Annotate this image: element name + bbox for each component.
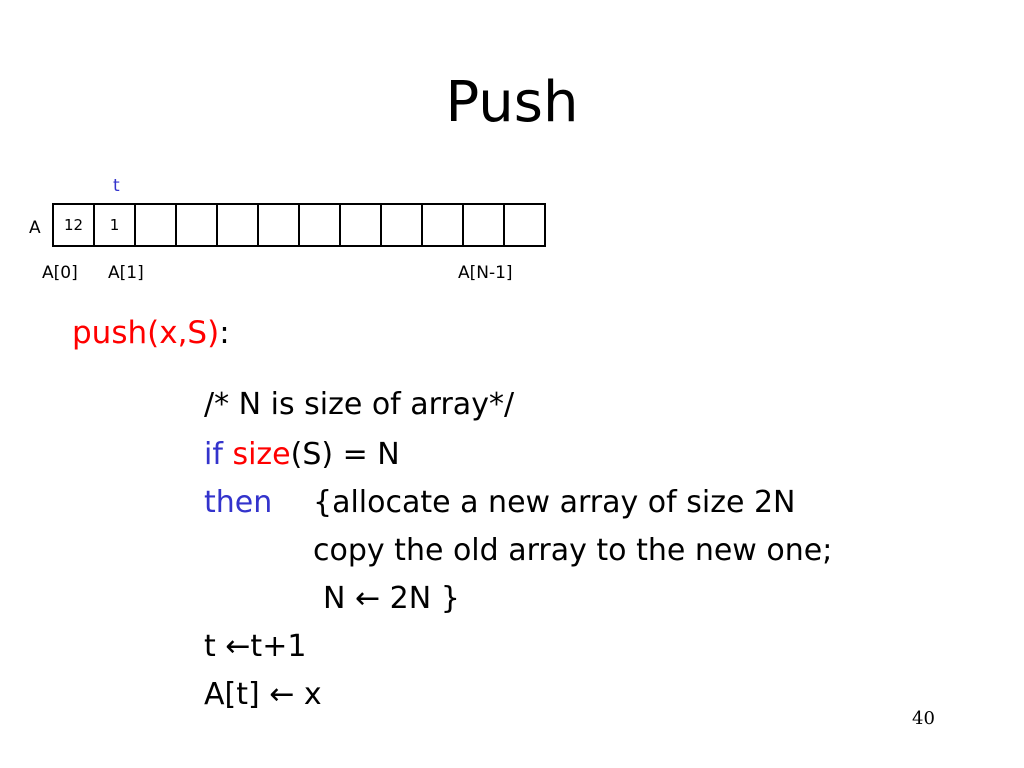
array-cell — [134, 205, 175, 245]
index-label-last: A[N-1] — [458, 263, 513, 283]
then-body-line-2: copy the old array to the new one; — [313, 533, 833, 568]
array-cell — [503, 205, 544, 245]
array-cell — [175, 205, 216, 245]
if-condition: (S) = N — [290, 437, 400, 472]
array-diagram: 12 1 — [52, 203, 546, 247]
array-cell — [380, 205, 421, 245]
index-label-second: A[1] — [108, 263, 144, 283]
index-label-first: A[0] — [42, 263, 78, 283]
array-cell — [339, 205, 380, 245]
function-colon: : — [219, 315, 230, 351]
array-cell — [298, 205, 339, 245]
array-cell — [216, 205, 257, 245]
array-cell — [462, 205, 503, 245]
code-then-line: then {allocate a new array of size 2N — [204, 483, 795, 523]
code-assign-line: A[t] ← x — [204, 677, 322, 712]
function-name: push(x,S) — [72, 315, 220, 351]
array-cell — [257, 205, 298, 245]
code-comment-line: /* N is size of array*/ — [204, 387, 515, 422]
array-name-label: A — [29, 218, 41, 238]
code-if-line: if size(S) = N — [204, 435, 400, 475]
array-cell: 1 — [93, 205, 134, 245]
page-number: 40 — [912, 708, 935, 729]
code-increment-line: t ←t+1 — [204, 629, 307, 664]
function-signature: push(x,S): — [72, 313, 230, 353]
slide-title: Push — [445, 70, 579, 135]
array-cell: 12 — [63, 216, 84, 234]
array-cell — [421, 205, 462, 245]
then-keyword: then — [204, 485, 273, 520]
then-body-line-1: {allocate a new array of size 2N — [313, 485, 796, 520]
if-keyword: if — [204, 437, 223, 472]
then-body-line-3: N ← 2N } — [323, 581, 460, 616]
top-pointer-label: t — [113, 176, 120, 196]
size-function: size — [232, 437, 291, 472]
